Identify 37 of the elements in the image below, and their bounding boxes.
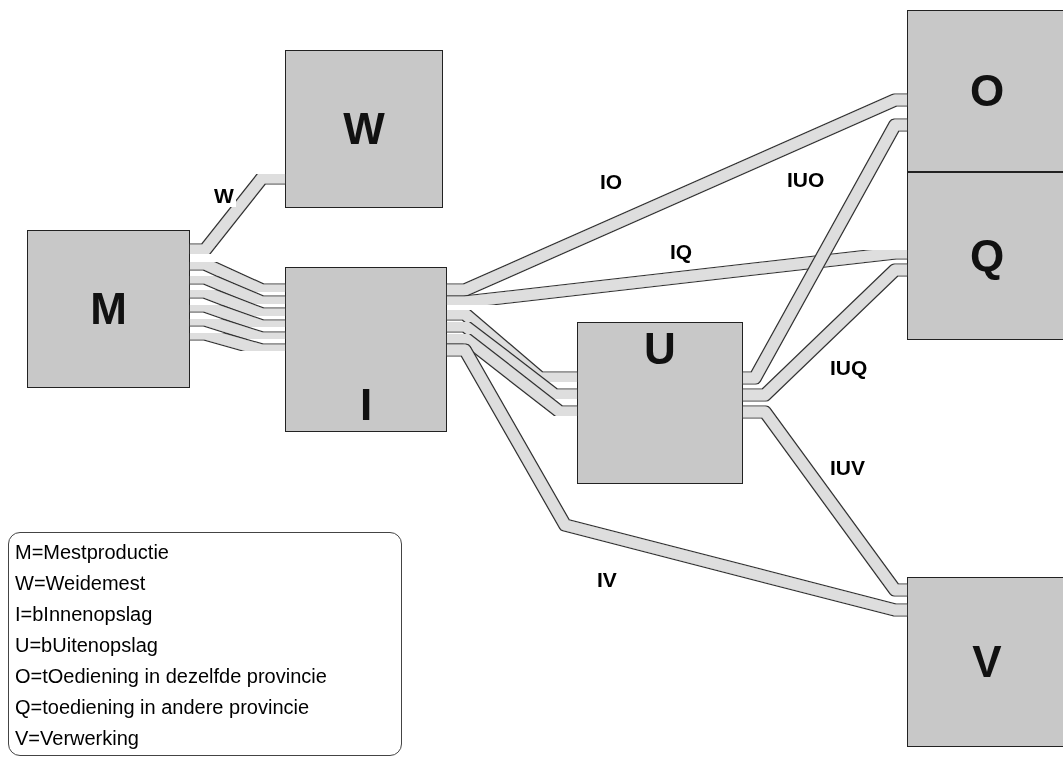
node-letter: W [343,107,385,151]
flow-band [447,320,577,401]
flow-band [743,119,907,384]
node-letter: I [359,383,373,427]
flow-band [190,300,285,332]
legend-text: V=Verwerking [15,726,140,751]
process-box [27,230,190,388]
process-box [285,50,443,208]
legend-text: Q=toediening in andere provincie [15,695,311,720]
legend-text: W=Weidemest [15,571,147,596]
legend-text: O=tOediening in dezelfde provincie [15,664,328,689]
flow-band [447,332,577,418]
node-letter: V [972,640,1002,684]
process-box [577,322,743,484]
process-box [907,172,1063,340]
flow-band [190,258,285,296]
node-letter: O [969,69,1005,113]
node-letter: Q [969,234,1005,278]
node-letter: M [90,287,127,331]
process-box [907,577,1063,747]
legend-text: I=bInnenopslag [15,602,154,627]
flow-band [447,344,907,616]
flow-band [190,314,285,344]
node-letter: U [644,327,676,371]
flow-band [447,94,907,296]
flow-band [447,247,907,308]
process-box [907,10,1063,172]
flow-band [190,172,285,256]
legend-text: M=Mestproductie [15,540,170,565]
flow-band [190,272,285,308]
flow-band [743,406,907,596]
legend-text: U=bUitenopslag [15,633,159,658]
flow-band [743,264,907,401]
flow-band [447,308,577,384]
process-box [285,267,447,432]
flow-band [190,286,285,320]
flow-band [190,328,285,356]
